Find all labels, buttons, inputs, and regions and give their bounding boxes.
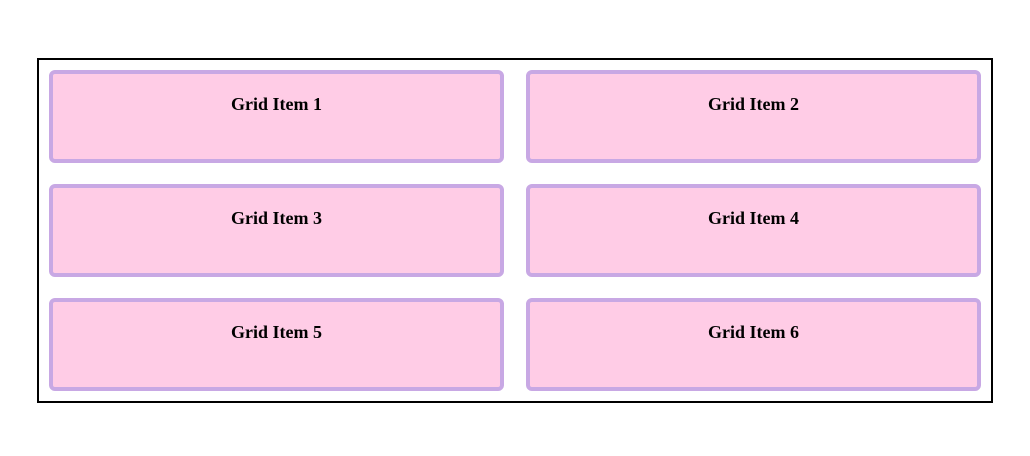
grid-item-4: Grid Item 4 bbox=[526, 184, 981, 277]
grid-item-6: Grid Item 6 bbox=[526, 298, 981, 391]
grid-item-3: Grid Item 3 bbox=[49, 184, 504, 277]
grid-item-2: Grid Item 2 bbox=[526, 70, 981, 163]
grid-item-1: Grid Item 1 bbox=[49, 70, 504, 163]
grid-item-5: Grid Item 5 bbox=[49, 298, 504, 391]
grid-container: Grid Item 1 Grid Item 2 Grid Item 3 Grid… bbox=[37, 58, 993, 403]
